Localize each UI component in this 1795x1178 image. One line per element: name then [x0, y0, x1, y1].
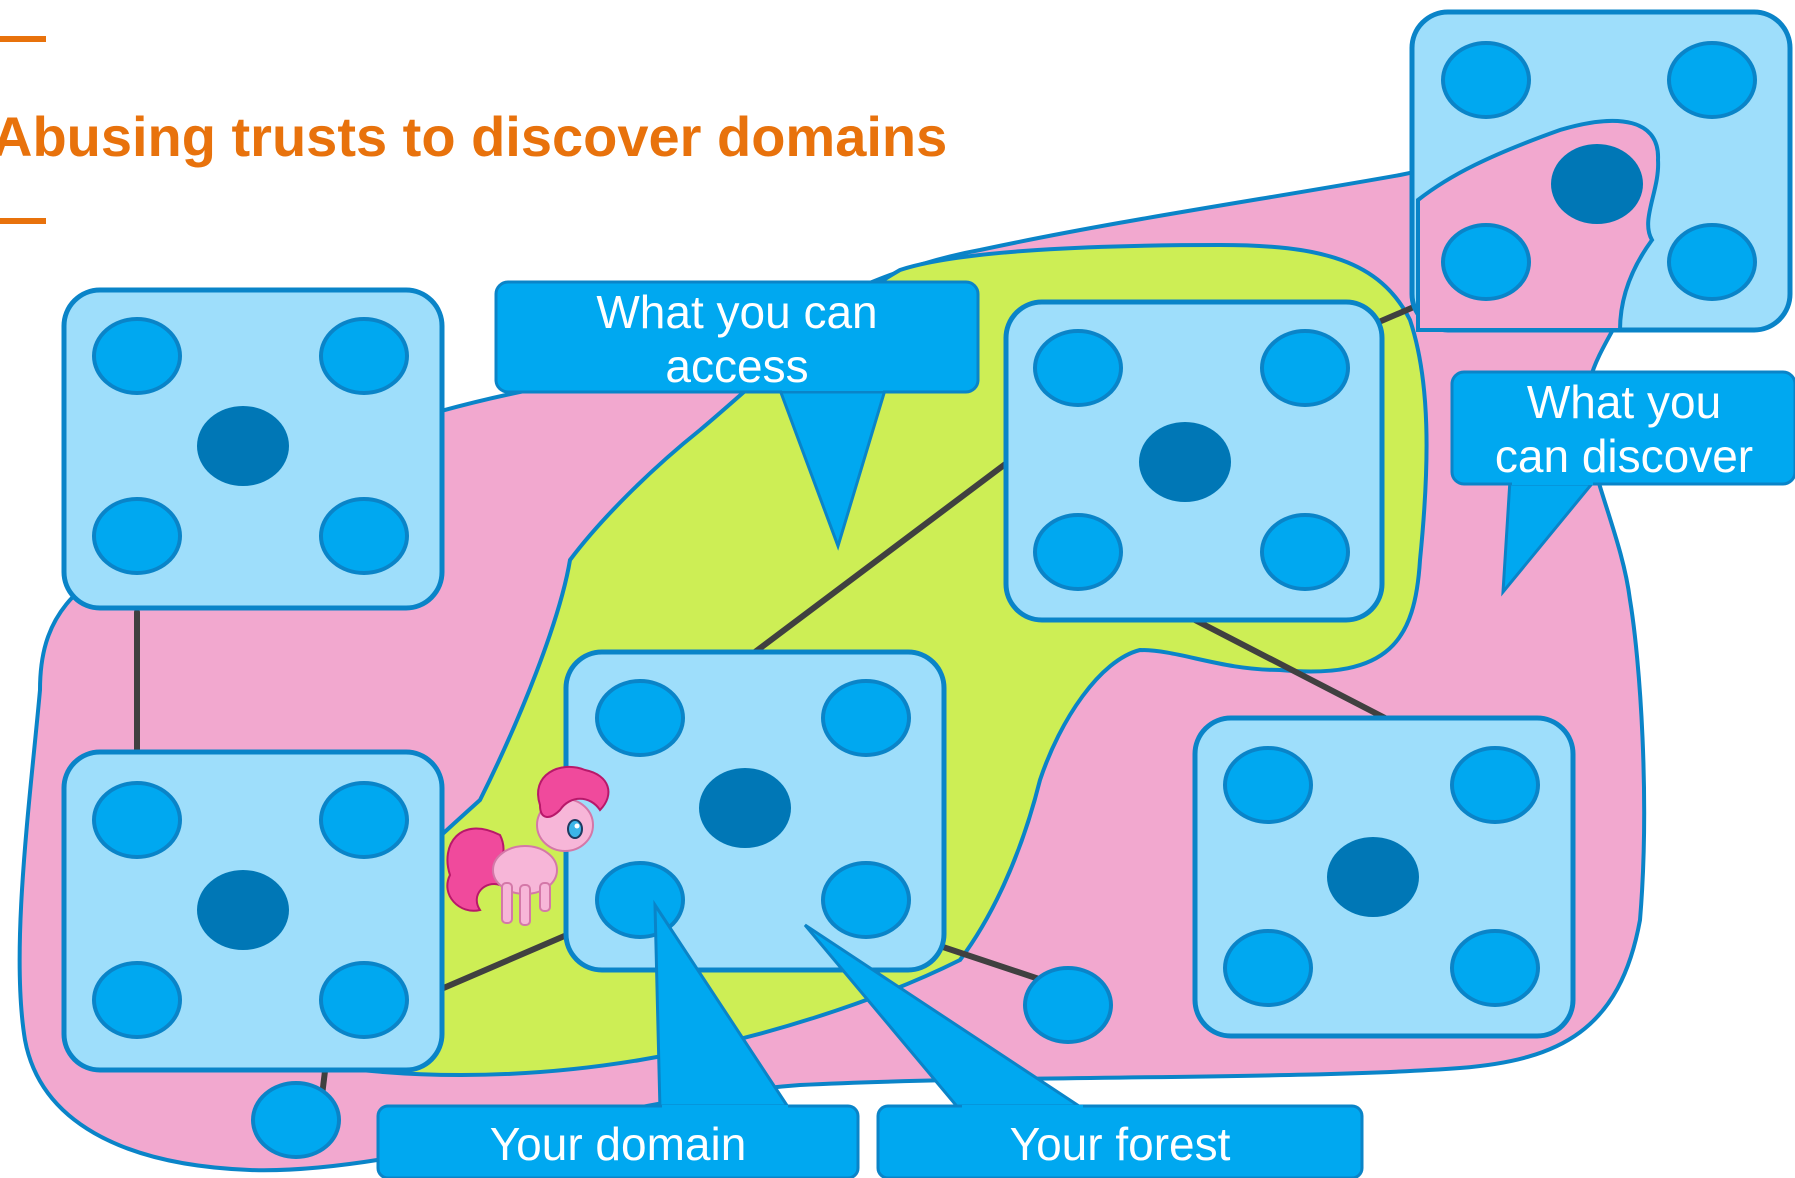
host-node: [319, 961, 409, 1039]
host-node: [1260, 329, 1350, 407]
host-node: [1450, 929, 1540, 1007]
domain-box-right: [1192, 715, 1576, 1039]
trust-line-domain-to-upper: [752, 459, 1011, 655]
domain-box-top-right: [1409, 9, 1793, 333]
callout-your-forest: Your forest: [803, 923, 1364, 1178]
host-node: [1033, 329, 1123, 407]
slide-title: Abusing trusts to discover domains: [0, 105, 947, 168]
callout-access-line-1: What you can: [596, 286, 877, 338]
host-node: [1450, 746, 1540, 824]
host-node: [1223, 929, 1313, 1007]
callout-what-you-can-discover: What you can discover: [1450, 370, 1795, 597]
standalone-host-node: [251, 1081, 341, 1159]
pony-mascot-icon: [446, 765, 610, 926]
accent-bar-top: [0, 36, 46, 42]
callout-your-forest-label: Your forest: [1010, 1118, 1231, 1170]
callout-discover-line-2: can discover: [1495, 430, 1753, 482]
host-node: [1667, 223, 1757, 301]
callout-discover-line-1: What you: [1527, 376, 1721, 428]
accent-bar-bottom: [0, 218, 46, 224]
host-node: [319, 781, 409, 859]
host-node: [1033, 513, 1123, 591]
callout-your-domain: Your domain: [376, 899, 860, 1178]
trust-line-upper-to-right: [1192, 617, 1388, 721]
domain-controller-node: [197, 406, 289, 486]
host-node: [319, 497, 409, 575]
callout-access-line-2: access: [665, 340, 808, 392]
host-node: [1667, 41, 1757, 119]
host-node: [1441, 223, 1531, 301]
domain-controller-node: [1327, 837, 1419, 917]
host-node: [92, 961, 182, 1039]
domain-controller-node: [1551, 144, 1643, 224]
host-node: [595, 679, 685, 757]
domain-controller-node: [1139, 422, 1231, 502]
callout-what-you-can-access: What you can access: [494, 280, 980, 551]
standalone-host-node: [1023, 966, 1113, 1044]
host-node: [1223, 746, 1313, 824]
domain-box-upper-middle: [1003, 299, 1385, 623]
host-node: [92, 497, 182, 575]
domain-box-top-left: [61, 287, 445, 611]
host-node: [92, 781, 182, 859]
domain-box-bottom-left: [61, 749, 445, 1073]
domain-box-your-domain: [563, 649, 947, 973]
host-node: [1441, 41, 1531, 119]
host-node: [821, 861, 911, 939]
host-node: [92, 317, 182, 395]
domain-controller-node: [699, 768, 791, 848]
host-node: [319, 317, 409, 395]
domain-controller-node: [197, 870, 289, 950]
host-node: [1260, 513, 1350, 591]
callout-your-domain-label: Your domain: [490, 1118, 747, 1170]
host-node: [821, 679, 911, 757]
